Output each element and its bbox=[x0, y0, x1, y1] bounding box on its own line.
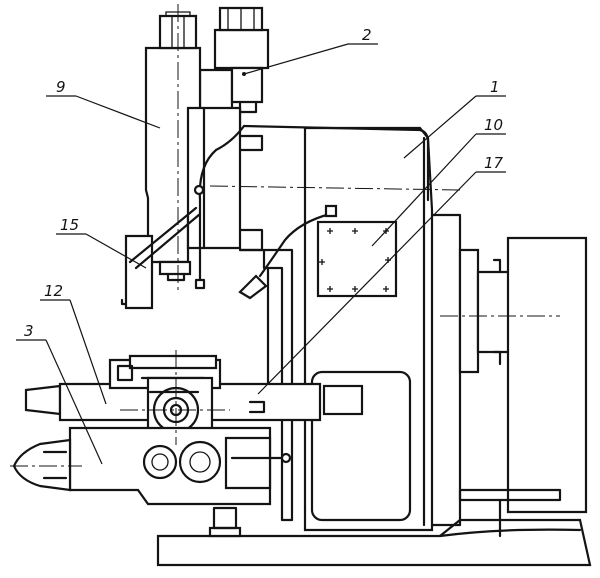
callout-labels: 2 1 10 17 9 15 12 3 bbox=[24, 26, 504, 340]
callout-12: 12 bbox=[44, 282, 63, 300]
work-lamp bbox=[238, 204, 338, 300]
knee bbox=[12, 426, 292, 506]
callout-9: 9 bbox=[56, 78, 66, 96]
rear-motor bbox=[458, 236, 588, 538]
callout-17: 17 bbox=[484, 154, 504, 172]
centre-lines bbox=[10, 4, 560, 467]
callout-1: 1 bbox=[490, 78, 500, 96]
callout-leaders bbox=[16, 43, 506, 465]
callout-15: 15 bbox=[60, 216, 79, 234]
callout-10: 10 bbox=[484, 116, 503, 134]
chip-guard bbox=[120, 206, 202, 310]
column-body bbox=[303, 126, 462, 532]
callout-2: 2 bbox=[362, 26, 372, 44]
callout-3: 3 bbox=[24, 322, 34, 340]
vertical-head bbox=[144, 6, 430, 290]
machine-base bbox=[156, 506, 592, 567]
worktable bbox=[24, 354, 322, 442]
door-window bbox=[322, 384, 364, 416]
